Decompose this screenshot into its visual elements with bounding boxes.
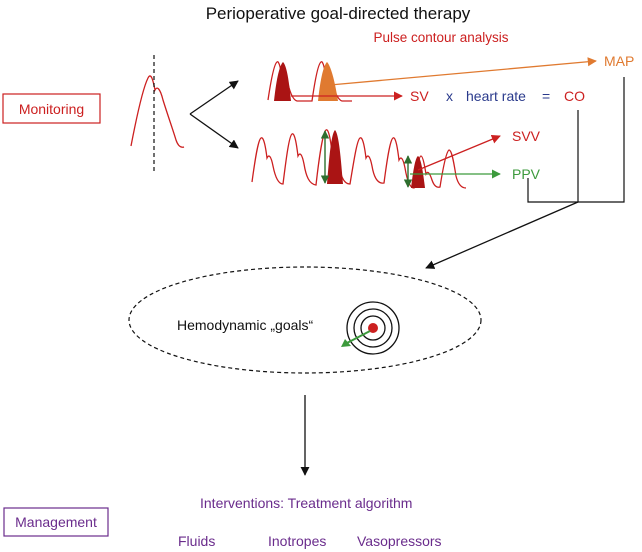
equals-symbol: = bbox=[542, 88, 550, 104]
map-label: MAP bbox=[604, 53, 634, 69]
target-icon bbox=[341, 301, 400, 355]
co-label: CO bbox=[564, 88, 585, 104]
hemodynamic-goals-label: Hemodynamic „goals“ bbox=[177, 317, 313, 333]
branch-arrow-top bbox=[189, 80, 239, 115]
branch-arrow-bottom bbox=[189, 113, 239, 149]
heart-rate-label: heart rate bbox=[466, 88, 526, 104]
monitoring-box: Monitoring bbox=[2, 93, 101, 124]
goals-ellipse bbox=[128, 266, 482, 374]
intervention-inotropes: Inotropes bbox=[268, 533, 326, 549]
map-arrow bbox=[329, 57, 597, 86]
svv-arrow bbox=[417, 134, 501, 171]
management-box: Management bbox=[3, 507, 109, 537]
to-goals-arrow bbox=[425, 201, 579, 269]
interventions-heading: Interventions: Treatment algorithm bbox=[200, 495, 412, 511]
intervention-vasopressors: Vasopressors bbox=[357, 533, 442, 549]
upper-pulse-area-map bbox=[318, 62, 338, 101]
ppv-label: PPV bbox=[512, 166, 541, 182]
lower-pulse-area-large bbox=[327, 130, 343, 184]
management-label: Management bbox=[15, 514, 97, 530]
times-symbol: x bbox=[446, 88, 453, 104]
intervention-fluids: Fluids bbox=[178, 533, 215, 549]
pulse-contour-analysis-label: Pulse contour analysis bbox=[373, 30, 508, 45]
sv-label: SV bbox=[410, 88, 429, 104]
upper-pulse-waveform bbox=[267, 61, 352, 102]
equation: SV x heart rate = CO bbox=[410, 88, 585, 104]
diagram-title: Perioperative goal-directed therapy bbox=[206, 4, 471, 23]
monitoring-label: Monitoring bbox=[19, 101, 84, 117]
dart-arrow-icon bbox=[346, 330, 371, 344]
single-pulse-waveform bbox=[130, 55, 185, 172]
upper-pulse-area-sv bbox=[274, 62, 291, 101]
lower-pulse-area-small bbox=[411, 156, 425, 188]
converging-connectors bbox=[527, 77, 625, 203]
svv-label: SVV bbox=[512, 128, 541, 144]
lower-pulse-waveform bbox=[251, 129, 467, 189]
